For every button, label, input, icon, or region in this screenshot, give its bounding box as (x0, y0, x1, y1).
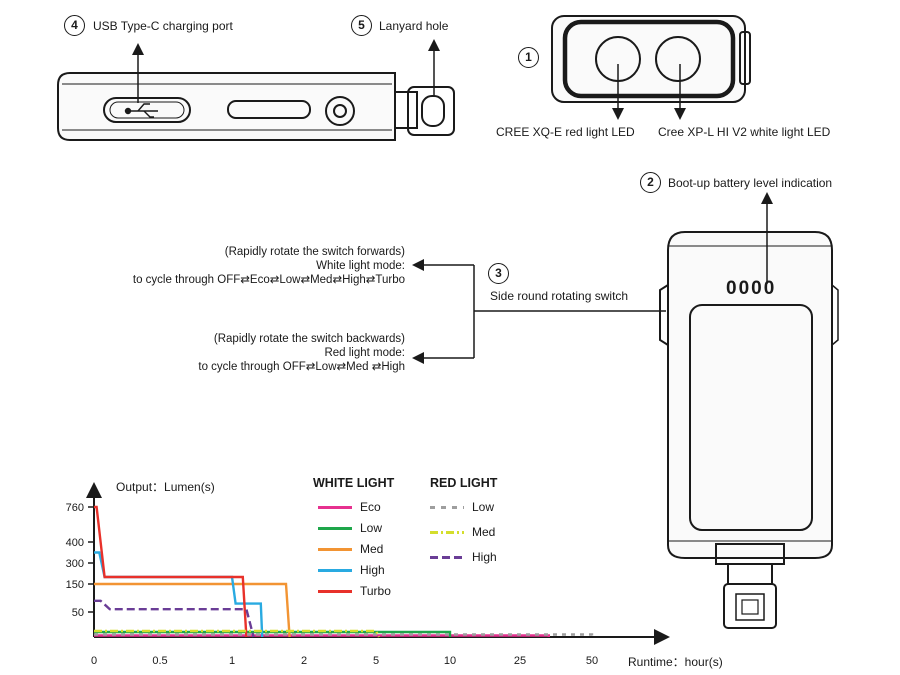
series-line-med (94, 582, 291, 638)
callout-5-number: 5 (351, 15, 372, 36)
callout-2-number: 2 (640, 172, 661, 193)
legend-label: Med (360, 542, 384, 556)
series-line-red-high (94, 599, 255, 638)
legend-red-title: RED LIGHT (430, 476, 498, 490)
legend-swatch (318, 506, 352, 509)
y-tick-label: 760 (66, 502, 84, 514)
red-led-label: CREE XQ-E red light LED (496, 125, 635, 139)
legend-swatch (430, 531, 464, 534)
lanyard-hole-label: Lanyard hole (379, 19, 449, 33)
legend-label: Med (472, 525, 496, 539)
white-mode-description: (Rapidly rotate the switch forwards) Whi… (133, 245, 405, 287)
callout-1-number: 1 (518, 47, 539, 68)
x-tick-label: 1 (229, 655, 235, 667)
legend-label: High (472, 550, 497, 564)
series-line-high (94, 551, 264, 638)
back-view-drawing (659, 231, 839, 629)
legend-label: Eco (360, 500, 381, 514)
x-tick-label: 0 (91, 655, 97, 667)
x-tick-label: 50 (586, 655, 598, 667)
chart-x-axis-label: Runtime：hour(s) (628, 655, 723, 669)
x-tick-label: 0.5 (152, 655, 167, 667)
red-mode-line3: to cycle through OFF⇄Low⇄Med ⇄High (198, 361, 405, 373)
callout-4-number: 4 (64, 15, 85, 36)
y-tick-label: 50 (72, 607, 84, 619)
x-tick-label: 25 (514, 655, 526, 667)
legend-swatch (318, 569, 352, 572)
red-mode-line1: (Rapidly rotate the switch backwards) (213, 333, 405, 345)
side-view-drawing (57, 72, 455, 141)
x-tick-label: 2 (301, 655, 307, 667)
legend-white-title: WHITE LIGHT (313, 476, 395, 490)
usb-port-label: USB Type-C charging port (93, 19, 233, 33)
x-tick-label: 10 (444, 655, 456, 667)
callout-arrows (132, 39, 773, 364)
y-tick-label: 400 (66, 537, 84, 549)
legend-swatch (430, 556, 464, 559)
legend-label: Low (472, 500, 495, 514)
battery-indication-label: Boot-up battery level indication (668, 176, 833, 190)
legend-label: Low (360, 521, 383, 535)
chart-y-axis-label: Output：Lumen(s) (116, 480, 215, 494)
legend-label: High (360, 563, 385, 577)
y-tick-label: 150 (66, 579, 84, 591)
series-line-turbo (94, 505, 248, 638)
y-tick-label: 300 (66, 558, 84, 570)
white-mode-line2: White light mode: (316, 260, 405, 272)
x-tick-label: 5 (373, 655, 379, 667)
red-mode-line2: Red light mode: (324, 347, 405, 359)
battery-display: 0000 (726, 278, 776, 299)
white-led-label: Cree XP-L HI V2 white light LED (658, 125, 831, 139)
callout-3-number: 3 (488, 263, 509, 284)
legend-swatch (430, 506, 464, 509)
led-head-drawing (551, 15, 751, 103)
white-mode-line3: to cycle through OFF⇄Eco⇄Low⇄Med⇄High⇄Tu… (132, 274, 405, 286)
usb-icon (124, 103, 158, 118)
red-mode-description: (Rapidly rotate the switch backwards) Re… (198, 332, 405, 374)
legend-swatch (318, 548, 352, 551)
white-mode-line1: (Rapidly rotate the switch forwards) (224, 246, 405, 258)
legend-swatch (318, 590, 352, 593)
legend-label: Turbo (360, 584, 391, 598)
series-line-red-low (94, 633, 594, 637)
rotating-switch-label: Side round rotating switch (490, 289, 629, 303)
legend-swatch (318, 527, 352, 530)
chart-series (94, 505, 594, 638)
